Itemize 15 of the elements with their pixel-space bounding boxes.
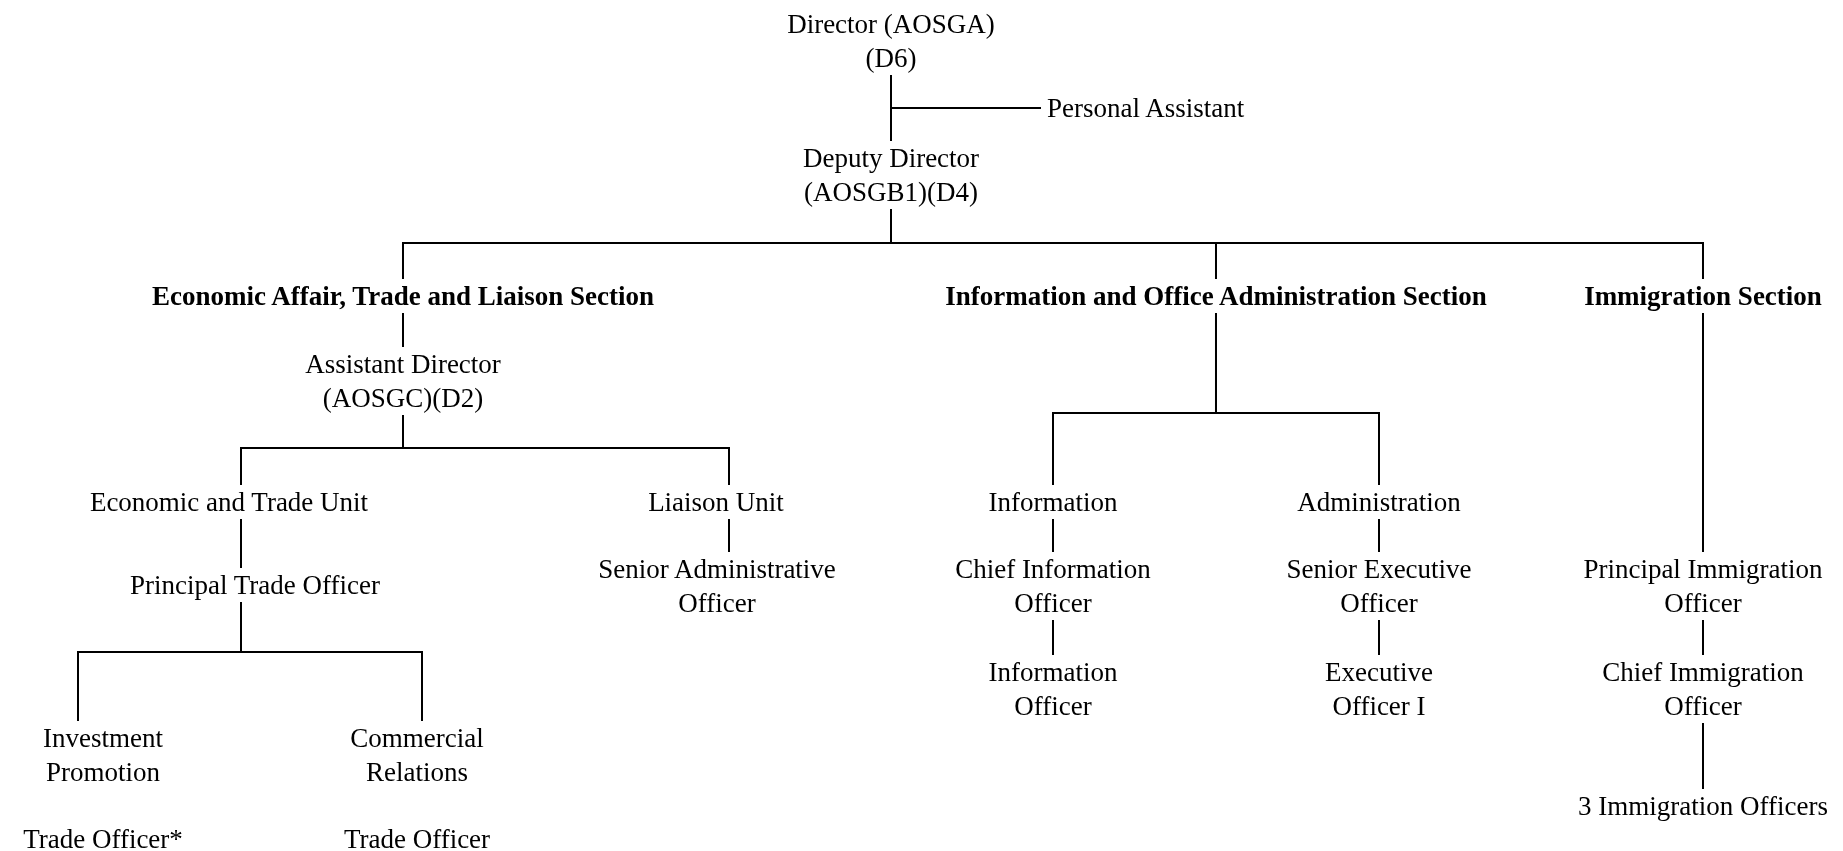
connector-line (1378, 518, 1380, 553)
position-title: Trade Officer* (23, 823, 183, 851)
connector-line (402, 312, 404, 348)
connector-line (728, 518, 730, 553)
connector-line (1702, 312, 1704, 553)
connector-line (1215, 312, 1380, 486)
connector-line (1052, 518, 1054, 553)
connector-line (240, 601, 423, 722)
connector-line (240, 518, 242, 569)
position-title: Trade Officer (343, 823, 491, 851)
connector-line (890, 74, 1042, 109)
connector-line (1702, 619, 1704, 656)
connector-line (1052, 619, 1054, 656)
connector-line (1378, 619, 1380, 656)
connector-line (1702, 722, 1704, 790)
